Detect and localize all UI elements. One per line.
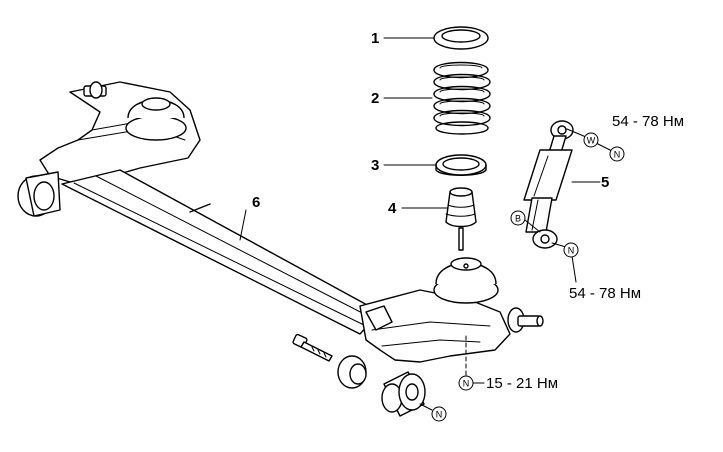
torque-shock-bottom: 54 - 78 Нм — [569, 285, 641, 302]
callout-6: 6 — [252, 194, 260, 211]
svg-text:B: B — [515, 214, 521, 224]
badge-n-shock-bottom: N — [563, 242, 579, 258]
torque-axle-bolt: 15 - 21 Нм — [486, 375, 558, 392]
badge-w-top: W — [583, 132, 599, 148]
svg-text:N: N — [568, 246, 575, 256]
axle-bushing — [381, 371, 426, 417]
lower-spring-pad — [435, 154, 487, 176]
svg-text:N: N — [436, 410, 443, 420]
pivot-bolt — [292, 333, 333, 362]
callout-5: 5 — [601, 174, 609, 191]
shock-absorber — [523, 120, 574, 249]
badge-n-top: N — [609, 146, 625, 162]
callout-3: 3 — [371, 157, 379, 174]
spring-seat-ring — [433, 26, 489, 50]
svg-text:N: N — [614, 150, 621, 160]
leader-lines — [239, 37, 613, 411]
callout-4: 4 — [388, 200, 397, 217]
badge-n-bushing: N — [431, 406, 447, 422]
bump-stop — [445, 187, 477, 251]
badge-n-axle: N — [458, 375, 474, 391]
callout-1: 1 — [371, 30, 379, 47]
svg-text:W: W — [587, 136, 596, 146]
badge-b-shock: B — [510, 210, 526, 226]
coil-spring — [433, 61, 491, 135]
torque-shock-top: 54 - 78 Нм — [612, 113, 684, 130]
svg-text:N: N — [463, 379, 470, 389]
callout-2: 2 — [371, 90, 379, 107]
axle-beam-assembly — [17, 81, 544, 389]
